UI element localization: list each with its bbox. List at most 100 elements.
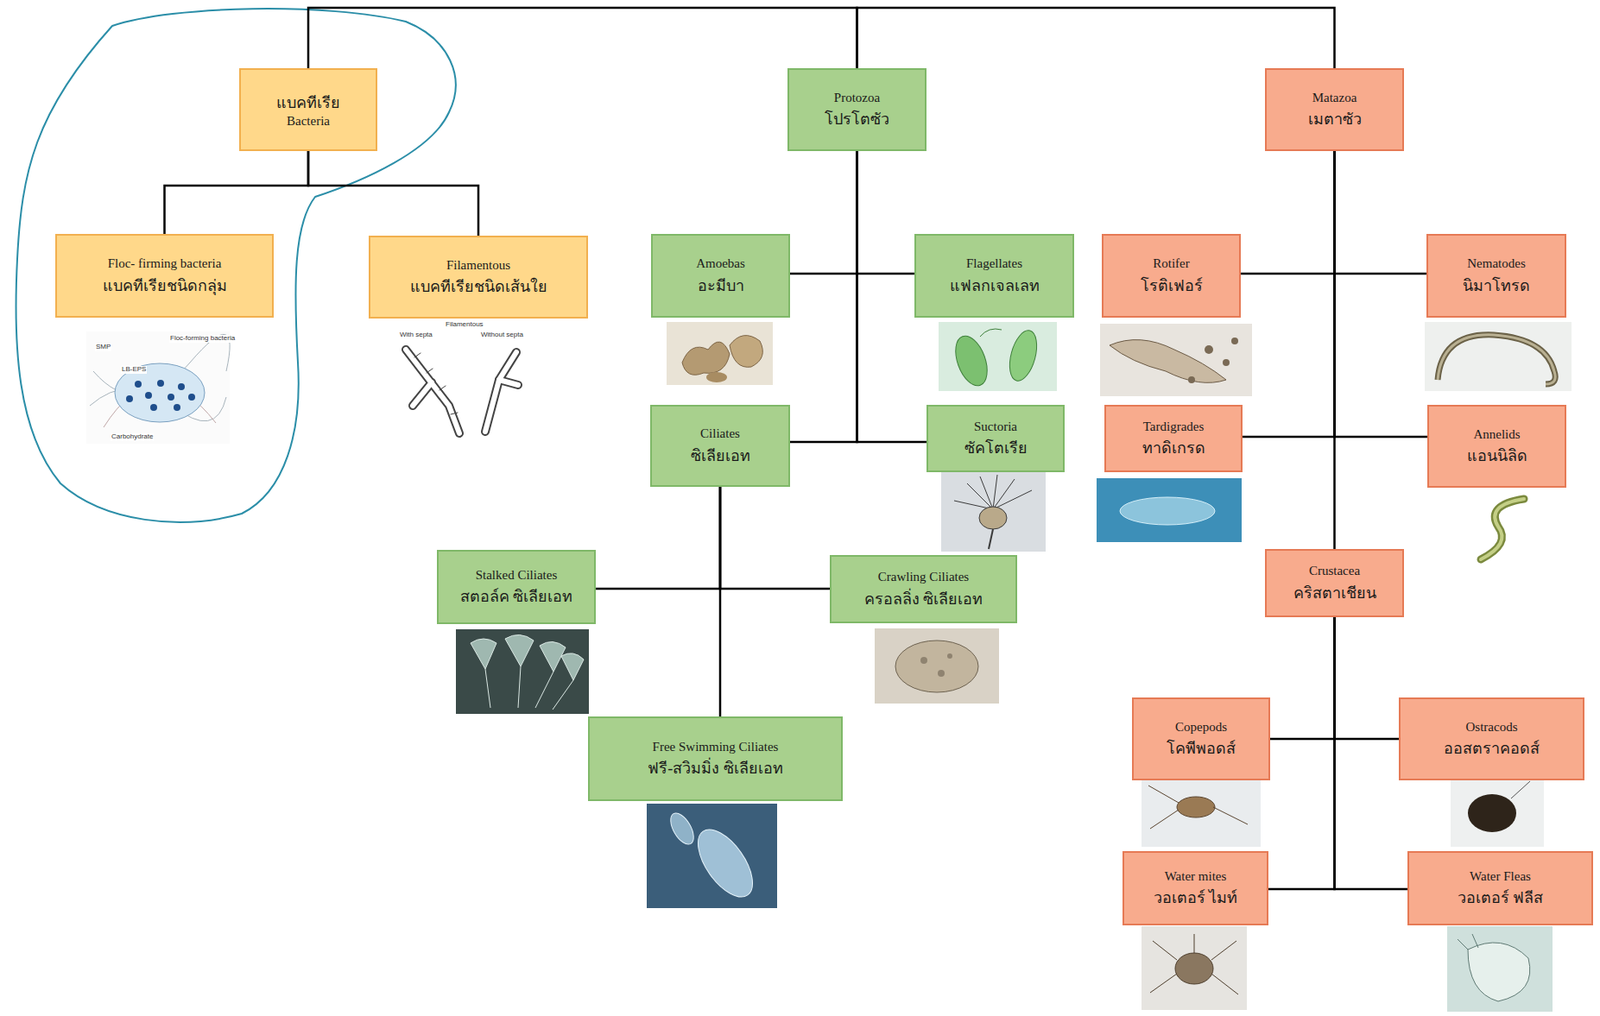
taxon-name: Floc- firming bacteria	[107, 255, 222, 273]
tree-connector	[857, 151, 916, 274]
taxon-name: Free Swimming Ciliates	[652, 739, 779, 757]
taxon-name: Matazoa	[1312, 89, 1358, 108]
taxon-name: โคพีพอดส์	[1166, 739, 1236, 759]
free-swimming-ciliate-photo	[646, 803, 778, 909]
amoeba-photo	[666, 322, 773, 386]
tree-connector	[1270, 617, 1335, 740]
taxon-name: Annelids	[1473, 426, 1520, 444]
tree-connector	[1334, 151, 1428, 274]
figure-label: With septa	[398, 331, 434, 340]
floc-illustration	[86, 331, 230, 444]
taxon-name: โปรโตซัว	[824, 109, 890, 130]
annelid-photo	[1480, 499, 1525, 560]
taxon-name: Tardigrades	[1143, 418, 1205, 437]
tree-connector	[720, 486, 830, 589]
taxon-box: Water Fleasวอเตอร์ ฟลีส	[1407, 851, 1594, 926]
tree-connector	[719, 486, 722, 717]
taxon-box: Ciliates ซิเลียเอท	[650, 404, 791, 487]
tree-connector	[164, 151, 310, 234]
tree-connector	[1334, 617, 1400, 740]
taxon-name: แอนนิลิด	[1467, 446, 1528, 467]
taxon-name: แบคทีเรีย	[276, 93, 341, 114]
taxon-box: Filamentous แบคทีเรียชนิดเส้นใย	[368, 235, 589, 319]
figure-label: SMP	[94, 343, 112, 352]
suctoria-photo	[941, 472, 1046, 552]
nematode-photo	[1424, 322, 1572, 392]
taxon-name: Ciliates	[700, 425, 740, 443]
tree-connector	[595, 486, 721, 589]
taxon-name: Protozoa	[834, 89, 880, 108]
taxon-box: Matazoaเมตาซัว	[1264, 68, 1404, 152]
tree-connector	[1333, 151, 1336, 550]
taxon-box: Tardigradesทาดิเกรด	[1104, 404, 1243, 473]
tree-connector	[857, 7, 1335, 69]
taxon-name: Ostracods	[1466, 719, 1518, 737]
tree-connector	[308, 7, 858, 69]
taxon-name: วอเตอร์ ไมท์	[1153, 888, 1239, 909]
taxon-name: แฟลกเจลเลท	[949, 276, 1040, 297]
crawling-ciliate-photo	[874, 628, 1000, 704]
tree-connector	[1334, 151, 1429, 437]
rotifer-photo	[1100, 323, 1253, 397]
ostracod-photo	[1450, 777, 1544, 848]
taxon-box: Ostracods ออสตราคอดส์	[1398, 697, 1585, 781]
taxon-box: Annelids แอนนิลิด	[1427, 404, 1567, 488]
water-flea-photo	[1447, 926, 1553, 1012]
taxon-name: Rotifer	[1152, 255, 1190, 273]
taxon-name: ซิเลียเอท	[690, 446, 751, 467]
tree-connector	[1240, 151, 1335, 274]
tardigrade-photo	[1096, 478, 1242, 543]
taxon-name: ฟรี-สวิมมิ่ง ซิเลียเอท	[647, 758, 784, 779]
taxon-name: Water Fleas	[1469, 868, 1531, 886]
tree-connector	[308, 151, 479, 236]
taxon-name: สตอล์ค ซิเลียเอท	[460, 587, 574, 608]
taxon-name: เมตาซัว	[1308, 109, 1362, 130]
taxon-name: ทาดิเกรด	[1142, 438, 1206, 459]
taxon-name: Nematodes	[1467, 255, 1525, 273]
taxon-name: Amoebas	[695, 255, 746, 273]
taxon-box: Flagellates แฟลกเจลเลท	[914, 233, 1075, 318]
taxon-box: Nematodes นิมาโทรด	[1426, 233, 1567, 318]
taxon-name: Crawling Ciliates	[878, 569, 969, 587]
figure-label: Floc-forming bacteria	[169, 335, 236, 343]
taxon-name: Copepods	[1175, 719, 1227, 737]
water-mite-photo	[1141, 926, 1247, 1011]
taxon-name: ซัคโตเรีย	[964, 438, 1028, 459]
taxon-box: Floc- firming bacteria แบคทีเรียชนิดกลุ่ม	[55, 233, 274, 318]
taxon-name: โรติเฟอร์	[1140, 276, 1203, 297]
flagellate-photo	[938, 322, 1057, 392]
taxon-box: Amoebas อะมีบา	[651, 233, 791, 318]
taxon-name: ออสตราคอดส์	[1443, 739, 1540, 759]
taxon-box: Free Swimming Ciliatesฟรี-สวิมมิ่ง ซิเลี…	[588, 716, 843, 802]
taxon-name: นิมาโทรด	[1462, 276, 1531, 297]
figure-label: Without septa	[480, 331, 525, 340]
taxon-name: อะมีบา	[697, 276, 745, 297]
tree-connector	[790, 151, 858, 443]
taxon-name: แบคทีเรียชนิดเส้นใย	[410, 277, 548, 298]
filament-illustration	[393, 319, 524, 439]
taxon-box: Copepods โคพีพอดส์	[1132, 697, 1271, 781]
taxon-box: Stalked Ciliates สตอล์ค ซิเลียเอท	[436, 550, 596, 625]
tree-connector	[790, 151, 858, 274]
taxon-box: Rotifer โรติเฟอร์	[1101, 233, 1241, 318]
taxon-box: Crawling Ciliates ครอลลิ่ง ซิเลียเอท	[829, 555, 1018, 624]
copepod-photo	[1141, 777, 1261, 848]
taxon-name: Stalked Ciliates	[475, 567, 558, 585]
taxon-name: Suctoria	[973, 418, 1018, 437]
taxon-name: แบคทีเรียชนิดกลุ่ม	[102, 276, 228, 297]
stalked-ciliate-photo	[455, 629, 589, 715]
taxon-name: ครอลลิ่ง ซิเลียเอท	[864, 589, 984, 610]
taxon-box: Suctoriaซัคโตเรีย	[926, 404, 1065, 473]
tree-connector	[1268, 617, 1335, 890]
taxon-box: Protozoaโปรโตซัว	[787, 68, 927, 152]
taxon-name: Flagellates	[966, 255, 1023, 273]
taxon-name: Filamentous	[446, 257, 511, 275]
taxon-name: Bacteria	[286, 113, 330, 131]
taxon-name: Crustacea	[1309, 562, 1360, 581]
taxon-box: แบคทีเรียBacteria	[239, 68, 378, 152]
tree-connector	[1242, 151, 1335, 437]
taxon-box: Crustaceaคริสตาเชียน	[1264, 549, 1404, 618]
taxon-box: Water mitesวอเตอร์ ไมท์	[1122, 851, 1269, 926]
